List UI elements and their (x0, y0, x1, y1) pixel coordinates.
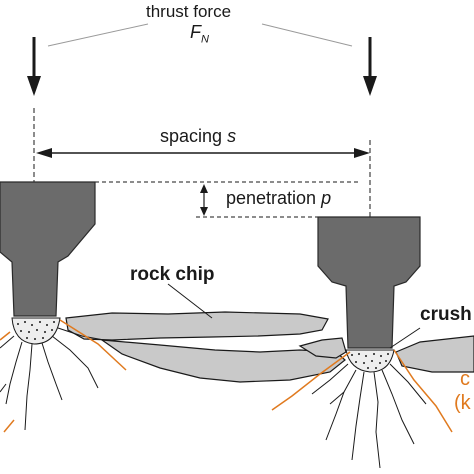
penetration-symbol: p (321, 188, 332, 208)
thrust-force-symbol: FN (190, 22, 209, 46)
cutter-right (317, 216, 421, 349)
crack-label-line1: c (460, 368, 470, 390)
crush-leader (389, 327, 421, 349)
rock-chip-label: rock chip (130, 264, 215, 285)
thrust-leader-left (47, 23, 149, 47)
crush-zone-label: crush (420, 304, 472, 325)
thrust-force-label: thrust force (146, 2, 232, 21)
thrust-symbol-subscript: N (201, 33, 209, 46)
orange-cracks-left (0, 319, 127, 433)
thrust-leader-right (261, 23, 353, 47)
rock-chip-lower (99, 339, 346, 383)
rock-chip-upper (65, 311, 329, 341)
crush-zone-left (11, 317, 61, 345)
crack-label-line2: (k (454, 392, 471, 414)
rock-chip-leader (167, 283, 213, 319)
spacing-text: spacing (160, 126, 223, 146)
thrust-arrow-right (363, 37, 377, 96)
spacing-label: spacing s (160, 126, 236, 147)
penetration-dimension-arrow (200, 184, 208, 216)
crush-zone-right (345, 349, 395, 373)
cracks-right (311, 363, 427, 469)
thrust-symbol-F: F (190, 22, 201, 42)
penetration-label: penetration p (226, 188, 331, 209)
spacing-symbol: s (227, 126, 237, 146)
spacing-dimension-arrow (36, 148, 370, 158)
penetration-text: penetration (226, 188, 317, 208)
rock-chip-right (395, 335, 474, 373)
orange-cracks-right (271, 349, 453, 433)
cutter-left (0, 181, 96, 317)
cracks-left (0, 327, 105, 431)
thrust-arrow-left (27, 37, 41, 96)
